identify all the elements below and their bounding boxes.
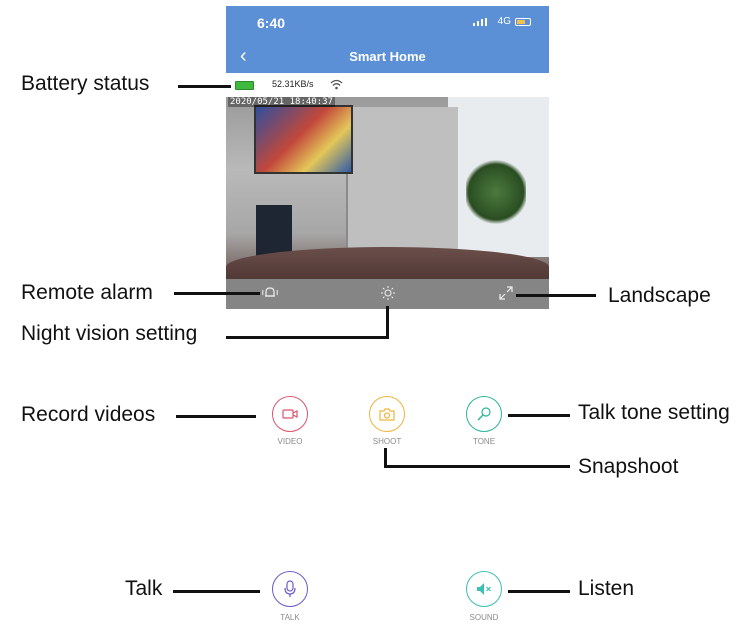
shoot-button-label: SHOOT: [372, 437, 402, 446]
phone-battery-icon: [515, 18, 531, 26]
expand-icon[interactable]: [498, 285, 514, 301]
info-bar: 52.31KB/s: [226, 73, 549, 97]
annotation-line: [384, 465, 570, 468]
annotation-talk: Talk: [125, 577, 163, 600]
video-wall-map: [254, 105, 353, 174]
annotation-line: [178, 85, 231, 88]
signal-icon: [473, 18, 487, 26]
video-control-bar: [226, 279, 549, 309]
annotation-record-videos: Record videos: [21, 403, 156, 426]
camera-icon: [379, 407, 395, 421]
network-type: 4G: [497, 16, 511, 27]
annotation-line: [386, 306, 389, 339]
tone-button-label: TONE: [472, 437, 496, 446]
status-time: 6:40: [257, 15, 286, 31]
annotation-line: [176, 415, 256, 418]
annotation-battery-status: Battery status: [21, 72, 150, 95]
annotation-line: [226, 336, 388, 339]
wifi-icon: [330, 79, 343, 90]
battery-icon: [235, 81, 254, 90]
microphone-icon: [284, 580, 296, 597]
annotation-line: [174, 292, 260, 295]
annotation-listen: Listen: [578, 577, 635, 600]
video-door: [346, 107, 458, 262]
annotation-remote-alarm: Remote alarm: [21, 281, 153, 304]
video-timestamp: 2020/05/21 18:40:37: [228, 97, 335, 107]
night-vision-icon[interactable]: [380, 285, 396, 301]
camera-video-feed[interactable]: 2020/05/21 18:40:37: [226, 97, 549, 279]
talk-button[interactable]: [272, 571, 308, 607]
annotation-night-vision: Night vision setting: [21, 322, 198, 345]
video-plants: [466, 157, 526, 227]
video-floor: [226, 247, 549, 279]
page-title: Smart Home: [349, 49, 426, 64]
nav-bar: ‹ Smart Home: [226, 39, 549, 73]
annotation-line: [173, 590, 260, 593]
annotation-line: [508, 414, 570, 417]
snapshot-button[interactable]: [369, 396, 405, 432]
talk-button-label: TALK: [280, 613, 300, 622]
video-camera-icon: [282, 409, 298, 419]
annotation-line: [508, 590, 570, 593]
record-video-button[interactable]: [272, 396, 308, 432]
talk-tone-button[interactable]: [466, 396, 502, 432]
status-bar: 6:40 4G: [226, 6, 549, 39]
microphone-tone-icon: [477, 407, 491, 421]
annotation-line: [516, 294, 596, 297]
annotation-line: [384, 448, 387, 468]
annotation-landscape: Landscape: [608, 284, 711, 307]
annotation-snapshoot: Snapshoot: [578, 455, 679, 478]
sound-button-label: SOUND: [469, 613, 499, 622]
annotation-talk-tone: Talk tone setting: [578, 401, 730, 424]
chevron-left-icon[interactable]: ‹: [240, 45, 247, 67]
speaker-mute-icon: [477, 583, 491, 595]
alarm-bell-icon[interactable]: [262, 285, 278, 301]
video-button-label: VIDEO: [277, 437, 303, 446]
listen-sound-button[interactable]: [466, 571, 502, 607]
transfer-speed: 52.31KB/s: [272, 79, 314, 89]
